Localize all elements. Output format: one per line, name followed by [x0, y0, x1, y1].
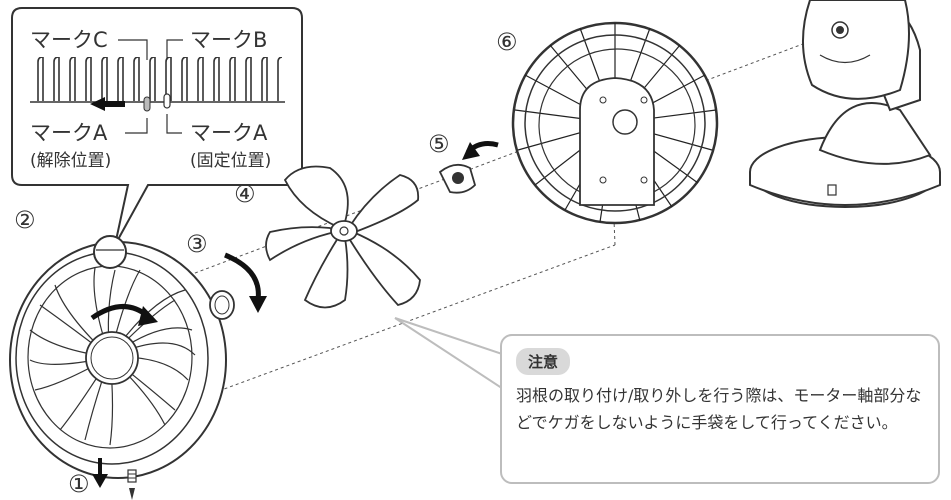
step-6-label: ⑥ — [496, 28, 518, 56]
cap-nut — [209, 252, 267, 320]
mark-a-left-sub: (解除位置) — [30, 151, 111, 171]
caution-badge: 注意 — [516, 348, 571, 375]
step-5-label: ⑤ — [428, 130, 450, 158]
caution-text: 羽根の取り付け/取り外しを行う際は、モーター軸部分などでケガをしないように手袋を… — [516, 386, 922, 432]
screw — [92, 458, 137, 500]
caution-note: 注意 羽根の取り付け/取り外しを行う際は、モーター軸部分などでケガをしないように… — [500, 334, 940, 484]
front-guard — [9, 235, 227, 479]
rear-guard — [511, 21, 719, 225]
mark-a-right-label: マークA — [190, 121, 268, 145]
mark-c-label: マークC — [30, 28, 108, 52]
callout-bubble: マークC マークB マークA (解除位置) マークA (固定位置) — [11, 7, 303, 246]
note-pointer — [394, 317, 521, 401]
fan-blade — [265, 165, 421, 309]
step-4-label: ④ — [234, 180, 256, 208]
blade-hub — [438, 141, 499, 194]
mark-b-label: マークB — [190, 28, 267, 52]
motor-body — [749, 0, 941, 208]
step-2-label: ② — [14, 206, 36, 234]
mark-a-left-label: マークA — [30, 121, 108, 145]
step-3-label: ③ — [186, 230, 208, 258]
mark-a-right-sub: (固定位置) — [190, 151, 271, 171]
step-1-label: ① — [68, 470, 90, 498]
